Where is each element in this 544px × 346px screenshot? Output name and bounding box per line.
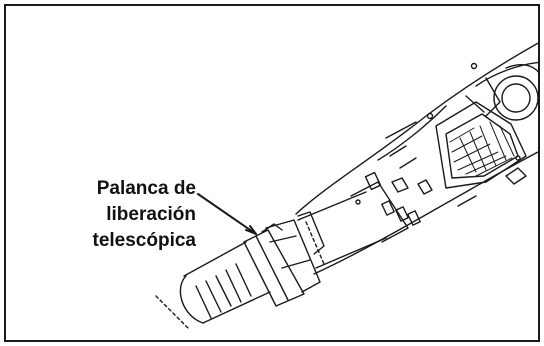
tool-illustration: [155, 42, 538, 329]
release-lever: [243, 211, 325, 307]
callout-label: Palanca de liberación telescópica: [36, 176, 197, 254]
callout-line-2: liberación: [106, 204, 196, 225]
figure-frame: Palanca de liberación telescópica: [4, 4, 540, 342]
tool-neck: [297, 191, 387, 269]
body-slots: [355, 62, 527, 226]
vent-grille: [449, 121, 515, 177]
callout-line-3: telescópica: [92, 230, 197, 251]
callout-line-1: Palanca de: [96, 178, 196, 199]
callout-leader: [197, 193, 257, 235]
telescopic-pole: [155, 241, 271, 329]
